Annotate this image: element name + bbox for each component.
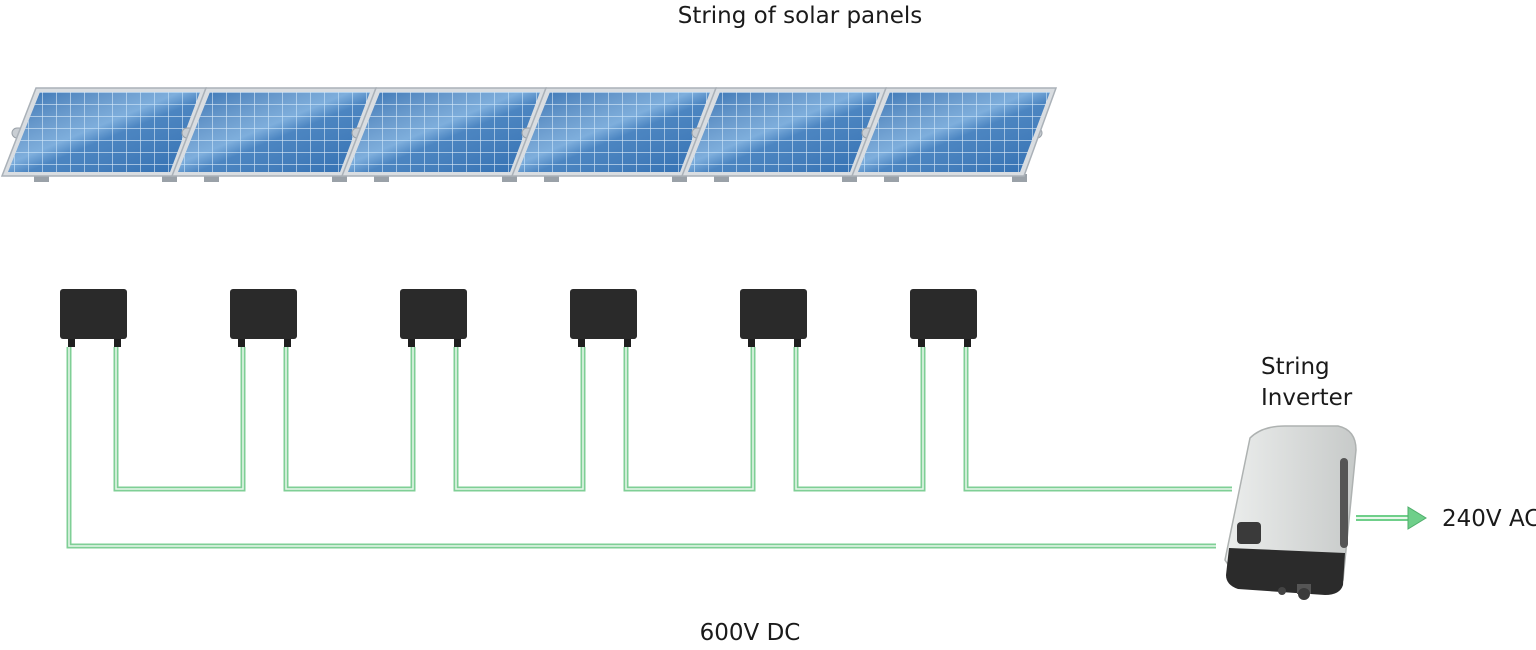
diagram-title: String of solar panels [677,3,923,29]
ac-output-arrow [1356,506,1427,530]
solar-panel [851,87,1057,183]
junction-box [740,289,807,347]
series-wire [623,347,756,492]
inverter-label-line1: String [1261,354,1330,380]
positive-wire [963,347,1232,492]
negative-wire [66,347,1216,549]
inverter-label-line2: Inverter [1261,385,1353,411]
series-wire [113,347,246,492]
series-wire [453,347,586,492]
ac-output-label: 240V AC [1442,506,1536,532]
junction-box [230,289,297,347]
junction-box [60,289,127,347]
dc-voltage-label: 600V DC [699,620,801,646]
junction-box [400,289,467,347]
series-wire [283,347,416,492]
string-inverter [1224,425,1357,600]
junction-box [910,289,977,347]
series-wire [793,347,926,492]
inverter-label: String Inverter [1261,352,1352,414]
junction-box [570,289,637,347]
